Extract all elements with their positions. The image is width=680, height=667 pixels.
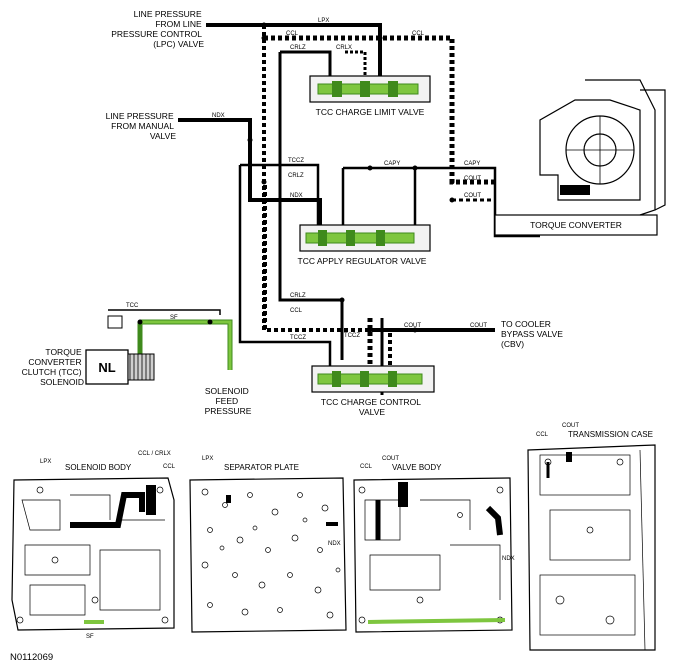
cooler-line-1: TO COOLER [501, 319, 551, 329]
tag-tccz-3: TCCZ [344, 333, 360, 339]
tag-sf: SF [170, 315, 178, 321]
tag-tccz-1: TCCZ [288, 158, 304, 164]
tc-tag-cout: COUT [562, 423, 579, 429]
tag-crlz-2: CRLZ [288, 173, 304, 179]
tag-cout-4: COUT [470, 323, 487, 329]
charge-control-line-1: TCC CHARGE CONTROL [321, 397, 421, 407]
ccl-passage [264, 35, 495, 185]
tag-crlx: CRLX [336, 45, 352, 51]
tag-ccl-3: CCL [290, 308, 303, 314]
capy-passage [343, 166, 540, 238]
lpc-line-4: (LPC) VALVE [153, 39, 204, 49]
sb-tag-lpx: LPX [40, 459, 51, 465]
manual-line-3: VALVE [150, 131, 176, 141]
separator-plate-panel: SEPARATOR PLATE LPX NDX [189, 456, 347, 633]
tag-crlz-1: CRLZ [290, 45, 306, 51]
tag-tccz-2: TCCZ [290, 335, 306, 341]
feed-line-1: SOLENOID [205, 386, 249, 396]
tag-crlz-3: CRLZ [290, 293, 306, 299]
tag-capy-2: CAPY [464, 161, 480, 167]
lpc-line-3: PRESSURE CONTROL [111, 29, 202, 39]
hydraulic-schematic [85, 22, 666, 395]
sp-tag-ndx: NDX [328, 541, 341, 547]
schematic-labels: LINE PRESSURE FROM LINE PRESSURE CONTROL… [22, 9, 622, 417]
tag-lpx: LPX [318, 18, 329, 24]
charge-limit-label: TCC CHARGE LIMIT VALVE [316, 107, 425, 117]
feed-line-3: PRESSURE [205, 406, 252, 416]
valve-body-panel: VALVE BODY CCL COUT NDX [353, 456, 515, 633]
separator-plate-title: SEPARATOR PLATE [224, 463, 299, 472]
charge-control-line-2: VALVE [359, 407, 385, 417]
tag-ccl-2: CCL [412, 31, 425, 37]
crlx-passage [345, 50, 367, 80]
svg-text:TORQUE CONVERTER C: TORQUE CONVERTER CLUTCH (TCC) SOLENOID [22, 347, 84, 387]
tag-ndx-2: NDX [290, 193, 303, 199]
tcc-solenoid [85, 315, 155, 385]
valve-body-title: VALVE BODY [392, 463, 442, 472]
ndx-passage [178, 118, 322, 236]
nl-label: NL [98, 360, 115, 375]
solenoid-line-2: CONVERTER [28, 357, 81, 367]
sb-tag-sf: SF [86, 634, 94, 640]
vb-tag-cout: COUT [382, 456, 399, 462]
lpc-line-1: LINE PRESSURE [134, 9, 202, 19]
feed-line-2: FEED [215, 396, 238, 406]
tccz-passage [240, 163, 320, 236]
tag-cout-1: COUT [464, 176, 481, 182]
svg-text:LINE PRESSURE FROM MANUA: LINE PRESSURE FROM MANUAL VALVE [106, 111, 177, 141]
manual-line-2: FROM MANUAL [111, 121, 174, 131]
tc-tag-ccl: CCL [536, 432, 549, 438]
tag-ccl-1: CCL [286, 31, 299, 37]
sp-tag-lpx: LPX [202, 456, 213, 462]
tag-ndx-1: NDX [212, 113, 225, 119]
svg-text:LINE PRESSURE FROM LINE: LINE PRESSURE FROM LINE PRESSURE CONTROL… [111, 9, 204, 49]
vb-tag-ccl: CCL [360, 464, 373, 470]
cooler-line-2: BYPASS VALVE [501, 329, 563, 339]
svg-text:TO COOLER BYPASS VALVE: TO COOLER BYPASS VALVE (CBV) [501, 319, 565, 349]
tag-tcc: TCC [126, 303, 139, 309]
solenoid-line-1: TORQUE [45, 347, 82, 357]
tag-capy-1: CAPY [384, 161, 400, 167]
cooler-line-3: (CBV) [501, 339, 524, 349]
torque-converter-drawing [494, 79, 666, 236]
sb-tag-ccl: CCL [163, 464, 176, 470]
tcc-charge-limit-valve [309, 75, 431, 103]
crlz-passage [280, 50, 332, 80]
sb-tag-ccl-crlx: CCL / CRLX [138, 451, 171, 457]
vb-tag-ndx: NDX [502, 556, 515, 562]
solenoid-line-3: CLUTCH (TCC) [22, 367, 82, 377]
junction-dots [137, 22, 455, 333]
transmission-case-panel: TRANSMISSION CASE CCL COUT [527, 423, 656, 651]
tag-cout-2: COUT [464, 193, 481, 199]
solenoid-body-title: SOLENOID BODY [65, 463, 132, 472]
solenoid-body-panel: SOLENOID BODY LPX CCL / CRLX CCL SF [11, 451, 176, 640]
solenoid-line-4: SOLENOID [40, 377, 84, 387]
apply-regulator-label: TCC APPLY REGULATOR VALVE [298, 256, 427, 266]
transmission-case-title: TRANSMISSION CASE [568, 430, 653, 439]
svg-text:SOLENOID FEED PRES: SOLENOID FEED PRESSURE [205, 386, 252, 416]
torque-converter-label: TORQUE CONVERTER [530, 220, 622, 230]
manual-line-1: LINE PRESSURE [106, 111, 174, 121]
tcc-charge-control-valve [311, 365, 435, 393]
tag-cout-3: COUT [404, 323, 421, 329]
figure-id: N0112069 [10, 652, 53, 663]
tcc-signal-passage [108, 309, 221, 315]
lpc-line-2: FROM LINE [155, 19, 202, 29]
svg-text:TCC CHARGE CONTROL VALVE: TCC CHARGE CONTROL VALVE [321, 397, 423, 417]
tcc-apply-regulator-valve [299, 224, 431, 252]
